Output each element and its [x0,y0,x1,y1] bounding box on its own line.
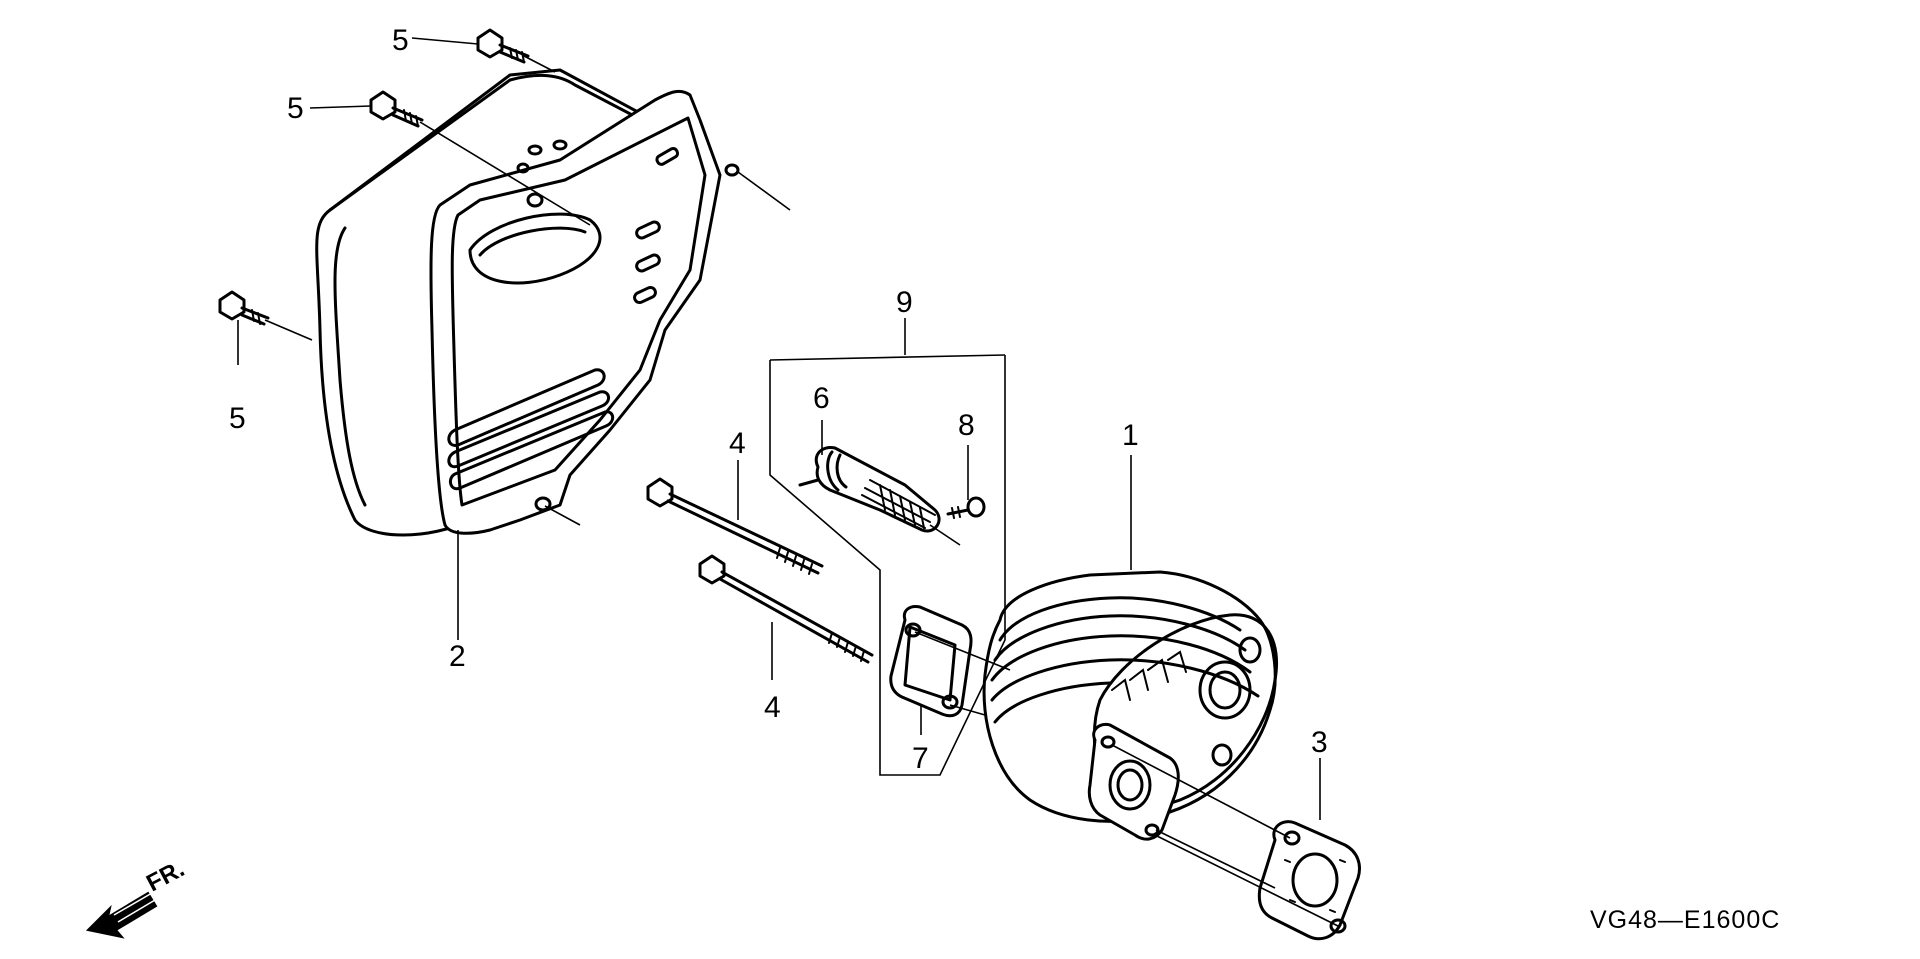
callout-7: 7 [912,742,929,775]
callout-5-middle: 5 [287,92,304,125]
callout-6: 6 [813,382,830,415]
muffler-gasket [1257,820,1361,941]
muffler-body [982,570,1278,841]
callout-5-left: 5 [229,402,246,435]
diagram-code: VG48—E1600C [1590,906,1780,934]
front-label: FR. [142,855,189,897]
callout-1: 1 [1122,419,1139,452]
flange-bolt-middle [369,90,424,128]
callout-4-upper: 4 [729,427,746,460]
flange-bolt-left [218,290,270,326]
spark-arrester-screw [946,496,986,519]
callout-4-lower: 4 [764,691,781,724]
leader-lines [237,37,1339,927]
flange-bolt-top [476,28,530,64]
callout-2: 2 [449,640,466,673]
front-direction-arrow-icon [85,891,158,939]
long-bolt-upper [646,477,824,575]
long-bolt-lower [698,554,874,664]
callout-5-top: 5 [392,24,409,57]
muffler-protector [315,68,740,537]
arrester-gasket [889,605,973,718]
callout-3: 3 [1311,726,1328,759]
callout-8: 8 [958,409,975,442]
callout-9: 9 [896,286,913,319]
